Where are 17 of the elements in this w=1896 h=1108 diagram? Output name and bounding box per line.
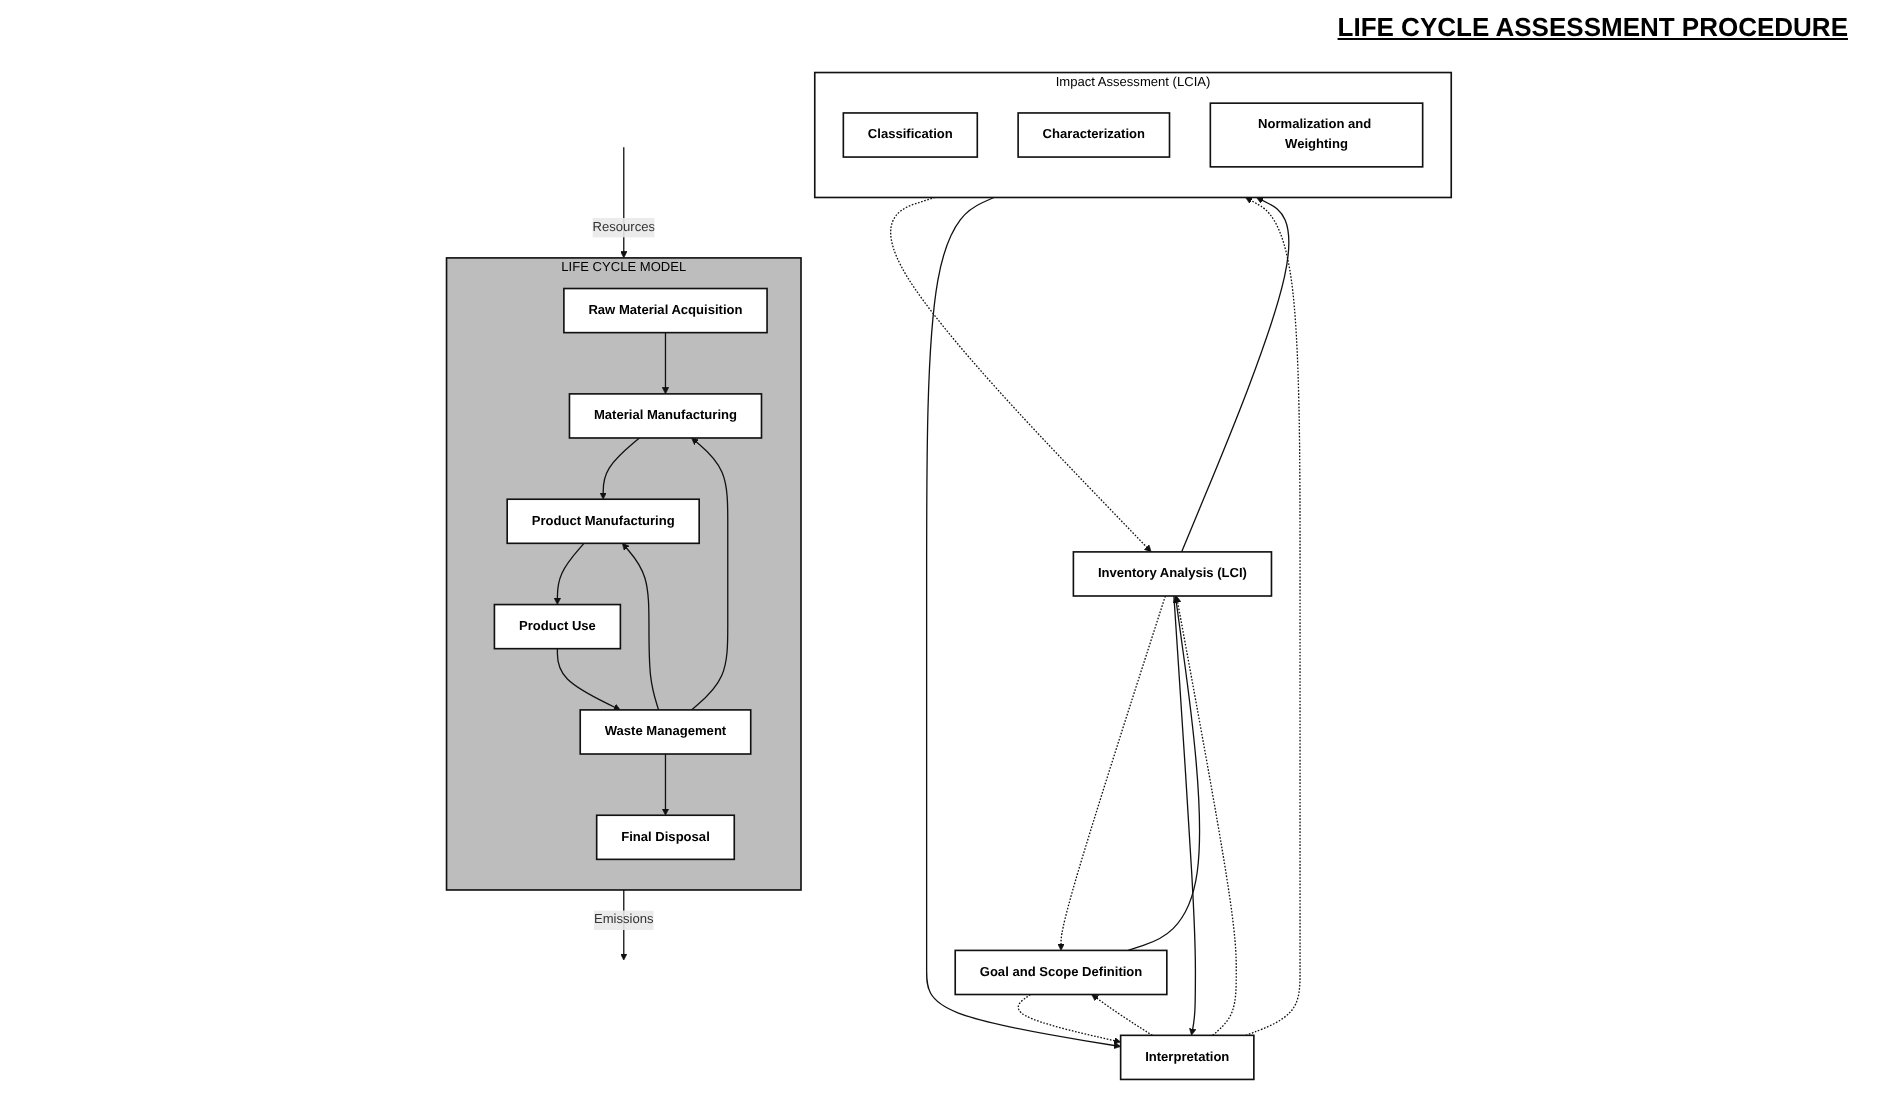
arrow — [1244, 196, 1300, 1035]
arrow — [1172, 594, 1196, 1035]
arrow — [552, 541, 584, 604]
arrow — [598, 436, 640, 499]
arrow — [660, 752, 669, 815]
arrow — [1016, 992, 1121, 1044]
arrow — [889, 195, 1151, 552]
arrow — [660, 330, 669, 394]
arrow — [925, 195, 1121, 1049]
arrow — [1180, 196, 1289, 552]
arrow — [690, 436, 728, 710]
section-heading: LIFE CYCLE ASSESSMENT PROCEDURE — [1337, 12, 1848, 42]
arrow — [1056, 594, 1166, 950]
arrow — [621, 542, 659, 710]
arrow — [555, 647, 620, 710]
arrow — [1090, 993, 1153, 1035]
arrow — [1173, 594, 1236, 1035]
